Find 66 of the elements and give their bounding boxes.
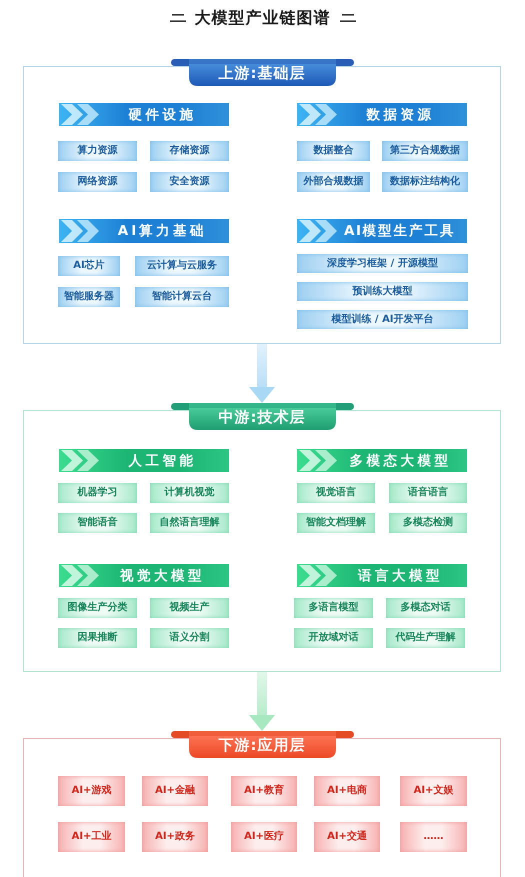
category-tag: 数据标注结构化: [382, 172, 468, 192]
category-tag: 机器学习: [58, 483, 137, 503]
category-tag: 算力资源: [58, 141, 137, 161]
group-heading: 硬件设施: [127, 106, 196, 122]
category-tag: 多模态检测: [389, 513, 467, 533]
category-tag: 视频生产: [150, 598, 229, 618]
group-header-bar: [59, 564, 229, 587]
group-heading: 语言大模型: [356, 568, 443, 584]
category-tag: AI芯片: [58, 256, 120, 276]
category-tag: 智能服务器: [58, 287, 120, 307]
category-tag: 深度学习框架 / 开源模型: [297, 254, 468, 273]
group-header-bar: [297, 564, 467, 587]
section-frame: [23, 59, 501, 344]
category-tag: AI+文娱: [400, 776, 467, 806]
group-heading: AI算力基础: [116, 223, 208, 239]
section-title: 中游:技术层: [218, 408, 306, 426]
section-title: 上游:基础层: [218, 64, 306, 82]
group-heading: AI模型生产工具: [343, 223, 456, 239]
flow-arrow: [249, 344, 275, 403]
group-header-bar: [59, 103, 229, 126]
group-header-bar: [297, 103, 467, 126]
category-tag: 图像生产分类: [58, 598, 137, 618]
category-tag: ……: [400, 822, 467, 852]
category-tag: AI+医疗: [231, 822, 297, 852]
category-tag: 智能语音: [58, 513, 137, 533]
category-tag: 存储资源: [150, 141, 229, 161]
category-tag: 网络资源: [58, 172, 137, 192]
category-tag: 第三方合规数据: [382, 141, 468, 161]
category-tag: 智能计算云台: [135, 287, 229, 307]
group-header-bar: [297, 449, 467, 472]
category-tag: AI+交通: [314, 822, 380, 852]
category-tag: AI+政务: [142, 822, 208, 852]
category-tag: 语音语言: [389, 483, 467, 503]
category-tag: 智能文档理解: [297, 513, 375, 533]
category-tag: 安全资源: [150, 172, 229, 192]
category-tag: 开放域对话: [294, 628, 373, 648]
category-tag: AI+电商: [314, 776, 380, 806]
group-header-bar: [297, 219, 467, 243]
flow-arrow: [249, 672, 275, 731]
category-tag: AI+教育: [231, 776, 297, 806]
category-tag: 多模态对话: [386, 598, 465, 618]
section-frame: [23, 731, 501, 877]
category-tag: 模型训练 / AI开发平台: [297, 310, 468, 329]
category-tag: 计算机视觉: [150, 483, 229, 503]
category-tag: 预训练大模型: [297, 282, 468, 301]
group-heading: 人工智能: [127, 452, 196, 468]
category-tag: 代码生产理解: [386, 628, 465, 648]
diagram-title: 大模型产业链图谱: [194, 8, 330, 28]
category-tag: 数据整合: [297, 141, 370, 161]
category-tag: AI+金融: [142, 776, 208, 806]
category-tag: 自然语言理解: [150, 513, 229, 533]
category-tag: 视觉语言: [297, 483, 375, 503]
group-heading: 数据资源: [365, 106, 434, 122]
section-title: 下游:应用层: [218, 736, 306, 754]
group-header-bar: [59, 219, 229, 243]
category-tag: AI+工业: [58, 822, 125, 852]
category-tag: 多语言模型: [294, 598, 373, 618]
section-frame: [23, 403, 501, 672]
category-tag: 外部合规数据: [297, 172, 370, 192]
category-tag: 因果推断: [58, 628, 137, 648]
group-heading: 视觉大模型: [118, 568, 205, 584]
category-tag: 云计算与云服务: [135, 256, 229, 276]
category-tag: 语义分割: [150, 628, 229, 648]
group-header-bar: [59, 449, 229, 472]
category-tag: AI+游戏: [58, 776, 125, 806]
group-heading: 多模态大模型: [348, 452, 452, 468]
